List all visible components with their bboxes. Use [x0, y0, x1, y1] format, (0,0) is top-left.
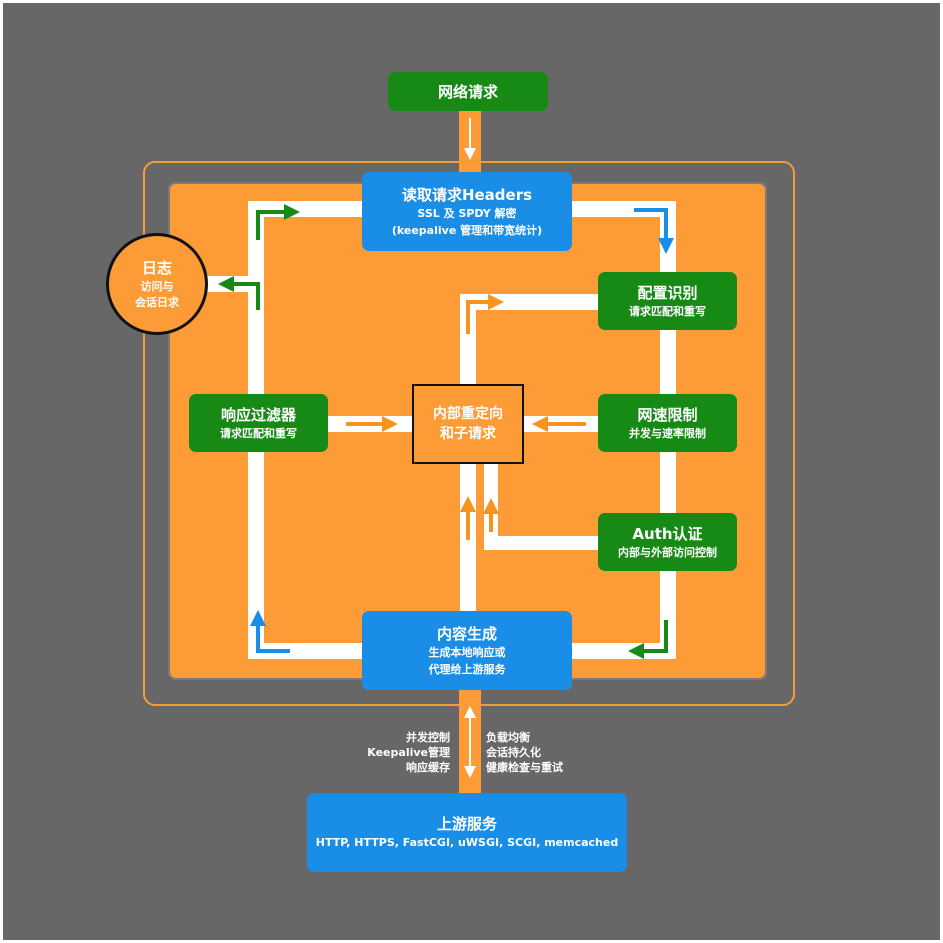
arrow-green-top-left	[256, 204, 300, 240]
rate-limit-sub: 并发与速率限制	[629, 426, 706, 440]
read-headers-line2: (keepalive 管理和带宽统计)	[391, 223, 543, 237]
auth-sub: 内部与外部访问控制	[618, 545, 717, 559]
arrow-green-to-log	[218, 276, 260, 310]
arrow-orange-inner-top	[466, 294, 504, 334]
network-request-node: 网络请求	[388, 72, 548, 111]
upstream-label-left-0: 并发控制	[406, 731, 450, 744]
content-generation-title: 内容生成	[436, 624, 497, 643]
track-inner-vertical	[460, 294, 476, 649]
arrow-orange-auth-loop-up	[483, 498, 499, 532]
arrow-green-bottom-right	[628, 620, 668, 659]
arrow-blue-top-right	[634, 208, 674, 254]
upstream-label-left-1: Keepalive管理	[367, 746, 450, 759]
upstream-label-right-1: 会话持久化	[486, 746, 541, 759]
config-identify-sub: 请求匹配和重写	[629, 304, 706, 318]
internal-redirect-line2: 和子请求	[440, 426, 496, 442]
upstream-label-right-0: 负载均衡	[486, 731, 530, 744]
response-filter-node: 响应过滤器 请求匹配和重写	[189, 394, 328, 452]
upstream-label-left-2: 响应缓存	[406, 761, 450, 774]
response-filter-sub: 请求匹配和重写	[220, 426, 297, 440]
arrow-upstream-bidirectional	[464, 706, 476, 778]
internal-redirect-node: 内部重定向 和子请求	[412, 384, 524, 464]
read-headers-node: 读取请求Headers SSL 及 SPDY 解密 (keepalive 管理和…	[362, 172, 572, 251]
log-title: 日志	[141, 259, 172, 277]
upstream-service-title: 上游服务	[436, 815, 497, 833]
upstream-labels-right: 负载均衡 会话持久化 健康检查与重试	[486, 730, 606, 775]
arrow-orange-inner-up	[460, 496, 476, 540]
rate-limit-node: 网速限制 并发与速率限制	[598, 394, 737, 452]
rate-limit-title: 网速限制	[637, 405, 698, 424]
log-line2: 会话日求	[135, 296, 179, 309]
upstream-service-node: 上游服务 HTTP, HTTPS, FastCGI, uWSGI, SCGI, …	[307, 793, 627, 872]
auth-title: Auth认证	[632, 524, 703, 543]
log-line1: 访问与	[140, 280, 174, 293]
config-identify-node: 配置识别 请求匹配和重写	[598, 272, 737, 330]
arrow-inlet-down	[464, 118, 476, 160]
auth-node: Auth认证 内部与外部访问控制	[598, 513, 737, 571]
upstream-service-sub: HTTP, HTTPS, FastCGI, uWSGI, SCGI, memca…	[315, 836, 619, 849]
content-generation-line2: 代理给上游服务	[428, 662, 506, 676]
content-generation-line1: 生成本地响应或	[428, 645, 506, 659]
log-node: 日志 访问与 会话日求	[106, 233, 208, 335]
internal-redirect-line1: 内部重定向	[433, 406, 503, 422]
network-request-title: 网络请求	[437, 82, 498, 101]
read-headers-title: 读取请求Headers	[401, 185, 533, 204]
config-identify-title: 配置识别	[637, 283, 698, 302]
arrow-orange-filter-to-center	[346, 416, 398, 432]
arrow-blue-bottom-left	[250, 610, 290, 653]
read-headers-line1: SSL 及 SPDY 解密	[417, 206, 517, 220]
arrow-orange-ratelimit-to-center	[532, 416, 586, 432]
response-filter-title: 响应过滤器	[220, 405, 296, 424]
upstream-label-right-2: 健康检查与重试	[486, 761, 563, 774]
upstream-labels-left: 并发控制 Keepalive管理 响应缓存	[340, 730, 450, 775]
content-generation-node: 内容生成 生成本地响应或 代理给上游服务	[362, 611, 572, 690]
